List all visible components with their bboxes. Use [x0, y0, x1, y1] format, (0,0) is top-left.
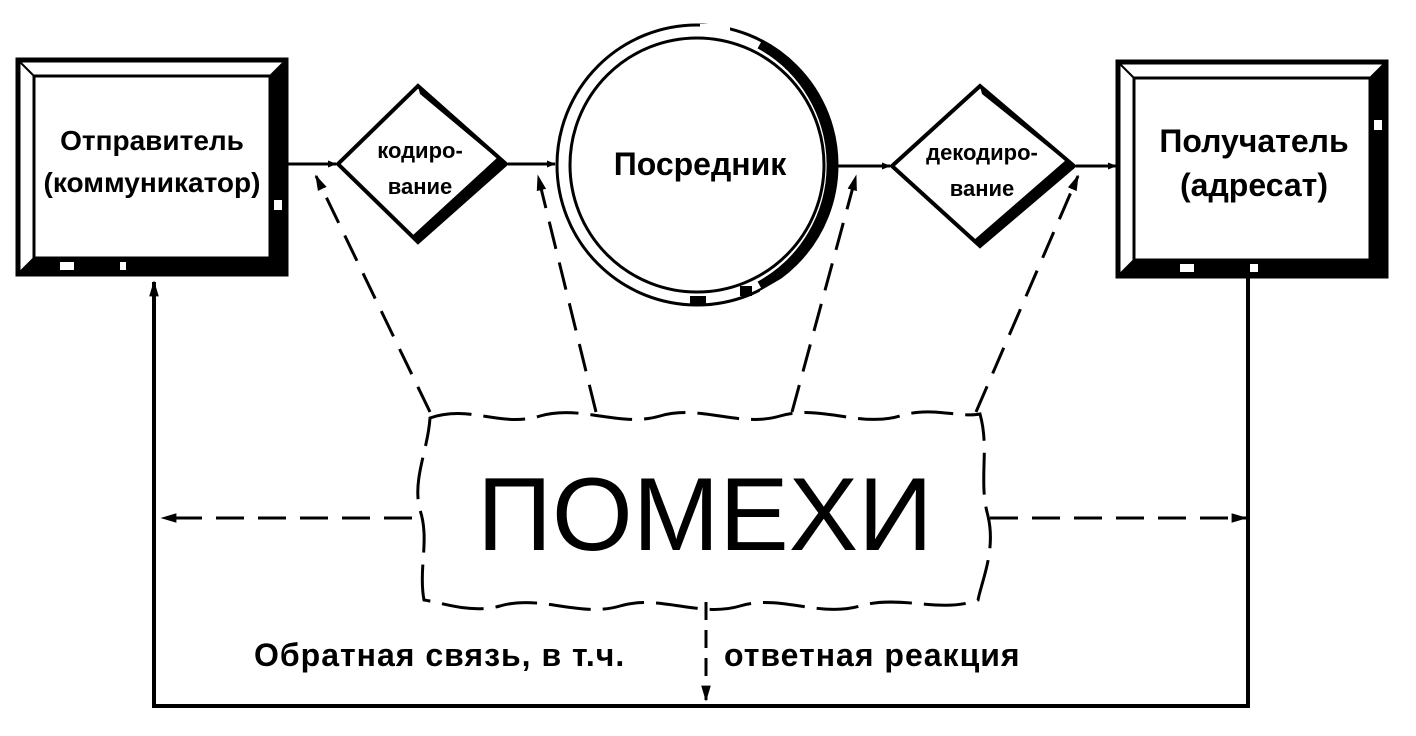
noise-to-decoding-output — [974, 174, 1080, 413]
medium-label: Посредник — [614, 146, 788, 182]
decoding-label-line1: декодиро- — [926, 140, 1038, 165]
flow-arrows — [288, 160, 1117, 170]
encoding-diamond: кодиро- вание — [335, 83, 510, 245]
encoding-label-line1: кодиро- — [377, 138, 463, 163]
sender-label-line2: (коммуникатор) — [44, 167, 261, 198]
noise-cloud: ПОМЕХИ — [416, 410, 992, 611]
decoding-label-line2: вание — [950, 176, 1015, 201]
receiver-label-line2: (адресат) — [1180, 167, 1328, 203]
receiver-label-line1: Получатель — [1159, 123, 1348, 159]
medium-circle: Посредник — [555, 23, 839, 307]
encoding-label-line2: вание — [388, 174, 453, 199]
sender-label-line1: Отправитель — [60, 125, 244, 156]
feedback-label-part2: ответная реакция — [724, 637, 1021, 673]
noise-arrows — [160, 174, 1248, 523]
feedback-loop — [149, 278, 1250, 708]
sender-box: Отправитель (коммуникатор) — [15, 57, 289, 277]
feedback-line — [149, 278, 1250, 708]
noise-to-sender-output — [314, 174, 432, 413]
receiver-box: Получатель (адресат) — [1115, 59, 1389, 279]
decoding-diamond: декодиро- вание — [889, 83, 1078, 249]
feedback-label-part1: Обратная связь, в т.ч. — [254, 637, 625, 673]
noise-label: ПОМЕХИ — [477, 457, 933, 573]
